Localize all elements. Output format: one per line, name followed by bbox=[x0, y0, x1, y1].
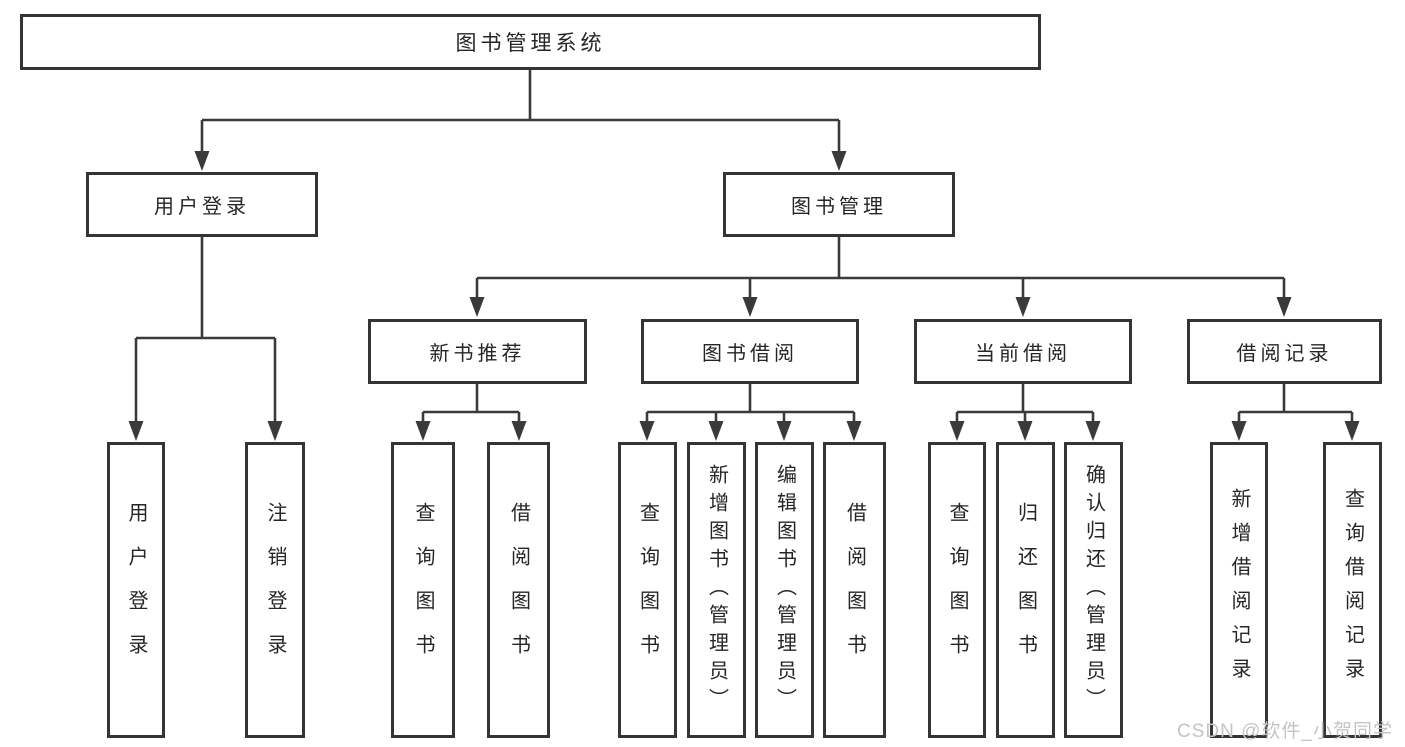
node-root-library-system: 图书管理系统 bbox=[20, 14, 1041, 70]
leaf-current-confirm-return-admin: 确认归还（管理员） bbox=[1064, 442, 1123, 738]
leaf-current-return-books-label: 归还图书 bbox=[1014, 502, 1037, 678]
leaf-newbooks-query-books: 查询图书 bbox=[391, 442, 455, 738]
leaf-records-query-record: 查询借阅记录 bbox=[1323, 442, 1382, 738]
leaf-newbooks-borrow-books-label: 借阅图书 bbox=[507, 502, 530, 678]
node-current-borrow: 当前借阅 bbox=[914, 319, 1132, 384]
leaf-newbooks-borrow-books: 借阅图书 bbox=[487, 442, 550, 738]
leaf-logout: 注销登录 bbox=[245, 442, 305, 738]
node-book-borrow-label: 图书借阅 bbox=[702, 343, 798, 365]
leaf-borrowing-edit-books-admin-label: 编辑图书（管理员） bbox=[773, 464, 796, 716]
csdn-watermark: CSDN @软件_小贺同学 bbox=[1177, 721, 1393, 742]
leaf-current-confirm-return-admin-label: 确认归还（管理员） bbox=[1082, 464, 1105, 716]
leaf-user-login: 用户登录 bbox=[107, 442, 165, 738]
leaf-records-add-record: 新增借阅记录 bbox=[1210, 442, 1268, 738]
leaf-logout-label: 注销登录 bbox=[264, 502, 286, 678]
node-book-management: 图书管理 bbox=[723, 172, 955, 237]
leaf-borrowing-add-books-admin: 新增图书（管理员） bbox=[687, 442, 746, 738]
node-new-book-recommend-label: 新书推荐 bbox=[429, 343, 526, 365]
arrowhead-icons bbox=[128, 151, 1360, 441]
node-new-book-recommend: 新书推荐 bbox=[368, 319, 587, 384]
leaf-borrowing-edit-books-admin: 编辑图书（管理员） bbox=[755, 442, 814, 738]
node-book-borrow: 图书借阅 bbox=[641, 319, 859, 384]
leaf-records-add-record-label: 新增借阅记录 bbox=[1228, 488, 1250, 692]
node-root-label: 图书管理系统 bbox=[455, 32, 606, 55]
leaf-newbooks-query-books-label: 查询图书 bbox=[412, 502, 434, 678]
leaf-user-login-label: 用户登录 bbox=[125, 502, 147, 678]
node-user-login-label: 用户登录 bbox=[154, 196, 250, 218]
node-borrow-records-label: 借阅记录 bbox=[1236, 343, 1333, 365]
node-book-management-label: 图书管理 bbox=[791, 196, 887, 218]
node-user-login: 用户登录 bbox=[86, 172, 318, 237]
leaf-current-return-books: 归还图书 bbox=[996, 442, 1055, 738]
leaf-borrowing-add-books-admin-label: 新增图书（管理员） bbox=[705, 464, 728, 716]
leaf-current-query-books: 查询图书 bbox=[928, 442, 986, 738]
leaf-records-query-record-label: 查询借阅记录 bbox=[1341, 488, 1364, 692]
leaf-borrowing-borrow-books-label: 借阅图书 bbox=[843, 502, 866, 678]
node-borrow-records: 借阅记录 bbox=[1187, 319, 1382, 384]
leaf-current-query-books-label: 查询图书 bbox=[946, 502, 968, 678]
leaf-borrowing-query-books-label: 查询图书 bbox=[636, 502, 659, 678]
leaf-borrowing-query-books: 查询图书 bbox=[618, 442, 677, 738]
leaf-borrowing-borrow-books: 借阅图书 bbox=[823, 442, 886, 738]
node-current-borrow-label: 当前借阅 bbox=[975, 343, 1071, 365]
